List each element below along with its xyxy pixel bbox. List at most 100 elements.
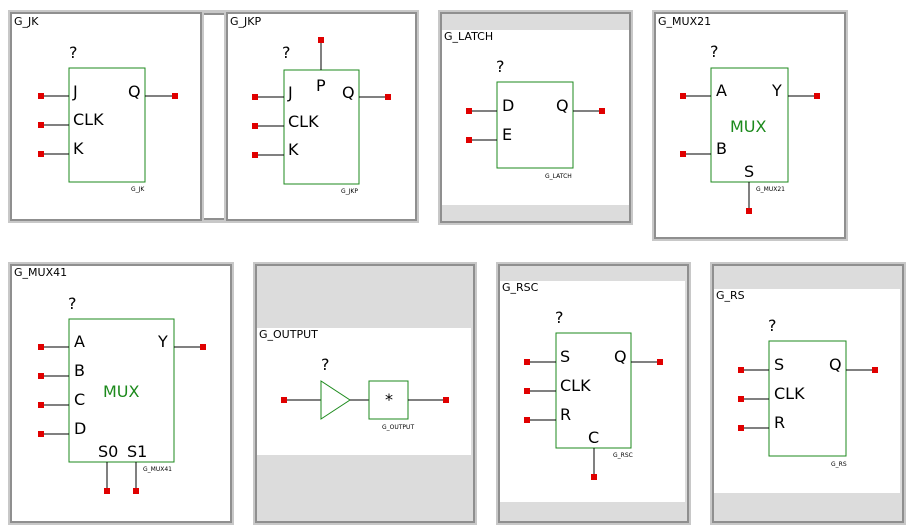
select-pin-label: S — [744, 162, 754, 181]
input-terminal[interactable] — [38, 402, 44, 408]
placeholder-label: ? — [768, 316, 777, 335]
footer-label: G_JK — [131, 186, 145, 193]
pin-label: S — [560, 347, 570, 366]
input-terminal[interactable] — [680, 151, 686, 157]
pin-label: K — [73, 139, 84, 158]
pin-label: CLK — [288, 112, 319, 131]
output-terminal[interactable] — [200, 344, 206, 350]
output-terminal[interactable] — [385, 94, 391, 100]
gate-body[interactable] — [283, 69, 360, 185]
panel-title: G_LATCH — [444, 30, 493, 43]
select-terminal[interactable] — [133, 488, 139, 494]
footer-label: G_OUTPUT — [382, 424, 414, 431]
output-box-label: * — [385, 390, 393, 409]
input-terminal[interactable] — [738, 396, 744, 402]
input-terminal[interactable] — [38, 373, 44, 379]
output-label: Y — [771, 81, 782, 100]
top-terminal[interactable] — [318, 37, 324, 43]
footer-label: G_RS — [831, 461, 847, 468]
pin-label: C — [74, 390, 85, 409]
input-terminal[interactable] — [252, 152, 258, 158]
panel-title: G_MUX41 — [14, 266, 67, 279]
output-terminal[interactable] — [443, 397, 449, 403]
pin-label: E — [502, 125, 512, 144]
placeholder-label: ? — [321, 355, 330, 374]
input-terminal[interactable] — [38, 122, 44, 128]
input-terminal[interactable] — [252, 94, 258, 100]
output-label: Q — [342, 83, 355, 102]
output-terminal[interactable] — [872, 367, 878, 373]
output-terminal[interactable] — [172, 93, 178, 99]
gate-body[interactable] — [68, 318, 175, 463]
input-terminal[interactable] — [38, 93, 44, 99]
input-terminal[interactable] — [466, 108, 472, 114]
gate-body[interactable] — [68, 67, 146, 183]
panel-title: G_RSC — [502, 281, 539, 294]
pin-label: D — [74, 419, 86, 438]
output-terminal[interactable] — [657, 359, 663, 365]
input-terminal[interactable] — [281, 397, 287, 403]
footer-label: G_MUX21 — [756, 186, 785, 193]
output-box[interactable] — [368, 380, 409, 420]
input-terminal[interactable] — [738, 367, 744, 373]
footer-label: G_RSC — [613, 452, 633, 459]
output-terminal[interactable] — [814, 93, 820, 99]
pin-label: CLK — [73, 110, 104, 129]
pin-label: D — [502, 96, 514, 115]
placeholder-label: ? — [69, 43, 78, 62]
pin-label: J — [287, 83, 293, 102]
gate-body[interactable] — [496, 81, 574, 169]
panel-title: G_JKP — [230, 15, 261, 28]
input-terminal[interactable] — [738, 425, 744, 431]
output-label: Q — [614, 347, 627, 366]
panel-title: G_OUTPUT — [259, 328, 318, 341]
mux-center-label: MUX — [103, 382, 140, 401]
input-terminal[interactable] — [524, 359, 530, 365]
gate-body[interactable] — [710, 67, 789, 183]
placeholder-label: ? — [555, 308, 564, 327]
bottom-terminal[interactable] — [591, 474, 597, 480]
pin-label: A — [716, 81, 727, 100]
input-terminal[interactable] — [38, 431, 44, 437]
output-label: Q — [128, 82, 141, 101]
pin-label: CLK — [774, 384, 805, 403]
output-label: Q — [829, 355, 842, 374]
placeholder-label: ? — [68, 294, 77, 313]
footer-label: G_JKP — [341, 188, 358, 195]
top-pin-label: P — [316, 76, 326, 95]
pin-label: A — [74, 332, 85, 351]
placeholder-label: ? — [496, 57, 505, 76]
select-terminal[interactable] — [104, 488, 110, 494]
pin-label: R — [560, 405, 571, 424]
output-terminal[interactable] — [599, 108, 605, 114]
input-terminal[interactable] — [524, 417, 530, 423]
panel-title: G_MUX21 — [658, 15, 711, 28]
pin-label: B — [74, 361, 85, 380]
input-terminal[interactable] — [38, 151, 44, 157]
panel-title: G_RS — [716, 289, 745, 302]
bottom-pin-label: C — [588, 428, 599, 447]
select-pin-label: S0 — [98, 442, 118, 461]
panel-title: G_JK — [14, 15, 39, 28]
output-label: Q — [556, 96, 569, 115]
select-pin-label: S1 — [127, 442, 147, 461]
pin-label: B — [716, 139, 727, 158]
placeholder-label: ? — [282, 43, 291, 62]
pin-label: K — [288, 140, 299, 159]
pin-label: S — [774, 355, 784, 374]
footer-label: G_LATCH — [545, 173, 572, 180]
input-terminal[interactable] — [38, 344, 44, 350]
select-terminal[interactable] — [746, 208, 752, 214]
gate-body[interactable] — [555, 332, 632, 449]
pin-label: J — [72, 82, 78, 101]
input-terminal[interactable] — [466, 137, 472, 143]
input-terminal[interactable] — [252, 123, 258, 129]
buffer-triangle[interactable] — [320, 380, 351, 420]
input-terminal[interactable] — [680, 93, 686, 99]
pin-label: R — [774, 413, 785, 432]
pin-label: CLK — [560, 376, 591, 395]
output-label: Y — [157, 332, 168, 351]
input-terminal[interactable] — [524, 388, 530, 394]
footer-label: G_MUX41 — [143, 466, 172, 473]
